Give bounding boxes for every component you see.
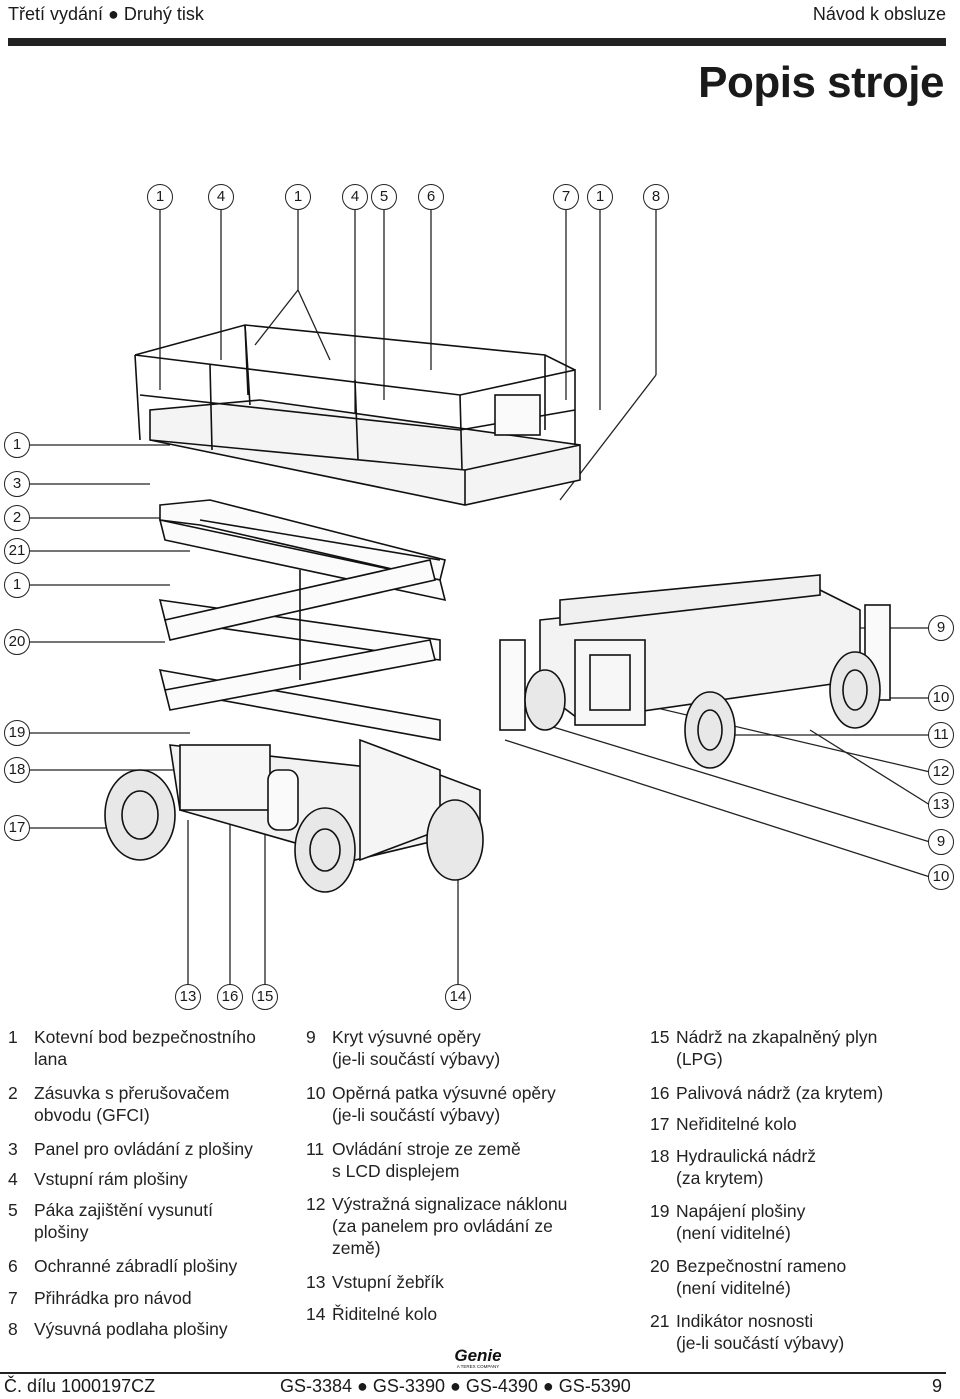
header-edition: Třetí vydání ● Druhý tisk — [8, 4, 204, 24]
callout-bottom-14: 14 — [445, 984, 471, 1010]
callout-top-6: 6 — [418, 184, 444, 210]
footer-page-number: 9 — [931, 1376, 942, 1396]
callout-top-4b: 4 — [342, 184, 368, 210]
callout-right-9: 9 — [928, 615, 954, 641]
callout-top-5: 5 — [371, 184, 397, 210]
callout-top-1b: 1 — [285, 184, 311, 210]
logo-name: Genie — [454, 1346, 501, 1365]
callout-right-10: 10 — [928, 685, 954, 711]
callout-right-11: 11 — [928, 722, 954, 748]
genie-logo-icon: Genie A TEREX COMPANY — [454, 1346, 501, 1369]
callout-top-4: 4 — [208, 184, 234, 210]
callout-left-17: 17 — [4, 815, 30, 841]
callout-bottom-13: 13 — [175, 984, 201, 1010]
callout-right-13: 13 — [928, 792, 954, 818]
callout-left-20: 20 — [4, 629, 30, 655]
header-manual-type: Návod k obsluze — [812, 4, 946, 24]
callout-bottom-16: 16 — [217, 984, 243, 1010]
logo-tagline: A TEREX COMPANY — [457, 1364, 500, 1369]
callout-right-10b: 10 — [928, 864, 954, 890]
callout-left-21: 21 — [4, 538, 30, 564]
callout-left-19: 19 — [4, 720, 30, 746]
callout-right-12: 12 — [928, 759, 954, 785]
callout-bottom-15: 15 — [252, 984, 278, 1010]
footer-models: GS-3384 ● GS-3390 ● GS-4390 ● GS-5390 — [280, 1376, 631, 1396]
callout-right-9b: 9 — [928, 829, 954, 855]
callout-left-1: 1 — [4, 432, 30, 458]
callout-top-1c: 1 — [587, 184, 613, 210]
footer-part-number: Č. dílu 1000197CZ — [4, 1376, 156, 1396]
page-title: Popis stroje — [698, 58, 944, 107]
callout-left-3: 3 — [4, 471, 30, 497]
callout-top-7: 7 — [553, 184, 579, 210]
callout-top-1: 1 — [147, 184, 173, 210]
callout-left-18: 18 — [4, 757, 30, 783]
machine-illustration — [30, 210, 931, 985]
callout-left-1b: 1 — [4, 572, 30, 598]
callout-top-8: 8 — [643, 184, 669, 210]
header-rule — [8, 38, 946, 46]
footer-rule — [0, 1372, 946, 1374]
callout-left-2: 2 — [4, 505, 30, 531]
